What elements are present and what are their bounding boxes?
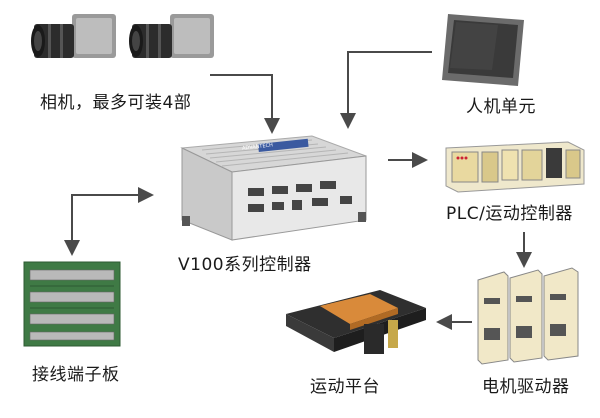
servo-drive-label: 电机驱动器 xyxy=(482,377,570,397)
arrow-hmi-to-controller xyxy=(340,51,432,129)
controller-device-icon xyxy=(180,135,367,241)
plc-label-suffix: /运动控制器 xyxy=(479,204,573,224)
terminal-board-label: 接线端子板 xyxy=(32,365,120,385)
arrow-controller-to-terminal-board xyxy=(64,194,146,256)
camera-label: 相机，最多可装4部 xyxy=(40,93,192,113)
motion-stage-icon xyxy=(286,290,426,354)
motion-stage-label: 运动平台 xyxy=(310,377,380,397)
plc-label: PLC/运动控制器 xyxy=(446,199,573,224)
terminal-board-icon xyxy=(23,261,121,347)
arrow-camera-to-controller xyxy=(210,74,280,134)
hmi-monitor-icon xyxy=(442,14,524,86)
camera-icon xyxy=(31,14,116,58)
servo-drive-icon xyxy=(477,267,579,365)
controller-label: V100系列控制器 xyxy=(178,255,312,275)
plc-label-prefix: PLC xyxy=(446,204,480,224)
hmi-label: 人机单元 xyxy=(466,97,536,117)
camera-icon xyxy=(129,14,214,58)
plc-device-icon xyxy=(445,141,585,193)
